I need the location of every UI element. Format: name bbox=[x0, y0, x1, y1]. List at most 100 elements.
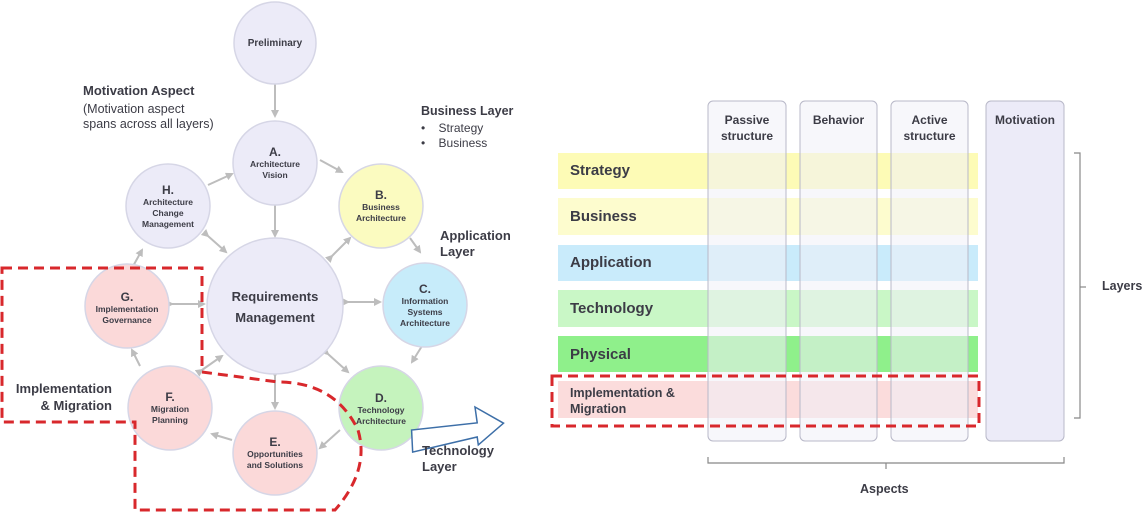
business-bullet-1-text: Strategy bbox=[438, 121, 484, 135]
phase-c-name-2: Systems bbox=[407, 306, 443, 317]
phase-h-name-1: Architecture bbox=[142, 196, 194, 207]
phase-d-code: D. bbox=[375, 391, 387, 405]
phase-a-name-2: Vision bbox=[262, 170, 288, 180]
phase-h: H. Architecture Change Management bbox=[126, 177, 210, 235]
phase-h-name-3: Management bbox=[142, 218, 194, 229]
business-bullet-1: • Strategy bbox=[421, 121, 484, 135]
phase-f-name-2: Planning bbox=[152, 415, 188, 425]
layer-technology-label: Technology bbox=[570, 300, 654, 317]
arrow-b-c bbox=[409, 237, 422, 254]
column-active-line-2: structure bbox=[903, 129, 956, 143]
layer-impl-line-2: Migration bbox=[570, 402, 627, 416]
phase-e-circle bbox=[232, 410, 318, 496]
phase-e: E. Opportunities and Solutions bbox=[233, 430, 317, 476]
impl-migration-line-2: & Migration bbox=[40, 398, 113, 413]
motivation-note-line-2: spans across all layers) bbox=[83, 117, 214, 131]
phase-b-name-2: Architecture bbox=[355, 213, 407, 223]
phase-d: D. Technology Architecture bbox=[339, 386, 423, 432]
column-passive-line-1: Passive bbox=[724, 113, 770, 127]
arrow-f-g bbox=[131, 348, 141, 367]
phase-e-name-2: and Solutions bbox=[246, 460, 304, 470]
motivation-aspect-note: (Motivation aspect spans across all laye… bbox=[83, 102, 214, 132]
phase-f-name-1: Migration bbox=[150, 404, 190, 414]
column-active-title: Active structure bbox=[891, 112, 968, 144]
layer-strategy-label: Strategy bbox=[570, 162, 631, 179]
business-bullet-2: • Business bbox=[421, 136, 488, 150]
application-layer-label: Application Layer bbox=[440, 228, 511, 260]
phase-g: G. Implementation Governance bbox=[85, 285, 169, 331]
layers-bracket bbox=[1074, 152, 1086, 419]
phase-d-name-1: Technology bbox=[357, 405, 405, 415]
impl-migration-outline bbox=[0, 266, 363, 512]
impl-migration-label: Implementation & Migration bbox=[6, 380, 112, 414]
aspects-axis-label: Aspects bbox=[860, 482, 909, 496]
phase-a-name-1: Architecture bbox=[249, 159, 301, 169]
motivation-note-line-1: (Motivation aspect bbox=[83, 102, 185, 116]
phase-g-name-1: Implementation bbox=[95, 304, 159, 314]
phase-preliminary-name: Preliminary bbox=[247, 37, 303, 49]
technology-layer-label: Technology Layer bbox=[422, 443, 494, 475]
archimate-columns bbox=[707, 100, 1065, 442]
phase-h-name-2: Change bbox=[152, 207, 184, 218]
requirements-management: Requirements Management bbox=[210, 284, 340, 330]
arrow-h-center bbox=[200, 229, 228, 254]
layer-physical-label: Physical bbox=[570, 346, 631, 363]
column-motivation-title: Motivation bbox=[995, 113, 1055, 127]
arrow-d-center bbox=[320, 347, 350, 374]
phase-h-circle bbox=[125, 163, 211, 249]
phase-e-name-1: Opportunities bbox=[247, 449, 303, 459]
phase-f-code: F. bbox=[165, 390, 175, 404]
layer-business-label: Business bbox=[570, 208, 637, 225]
arrow-c-d bbox=[410, 345, 423, 364]
business-bullet-2-text: Business bbox=[438, 136, 488, 150]
adm-circles bbox=[84, 1, 468, 496]
technology-layer-line-1: Technology bbox=[422, 443, 494, 458]
phase-g-code: G. bbox=[120, 290, 134, 304]
business-layer-title: Business Layer bbox=[421, 104, 514, 118]
aspects-bracket bbox=[707, 457, 1065, 469]
adm-arrows bbox=[131, 78, 423, 450]
column-passive-line-2: structure bbox=[720, 129, 773, 143]
phase-preliminary: Preliminary bbox=[235, 28, 315, 58]
column-behavior bbox=[799, 100, 878, 442]
arrow-b-center bbox=[324, 236, 352, 264]
phase-e-code: E. bbox=[269, 435, 281, 449]
phase-c: C. Information Systems Architecture bbox=[383, 276, 467, 334]
arrow-a-b bbox=[319, 159, 344, 173]
arrow-e-f bbox=[210, 431, 233, 441]
motivation-aspect-title: Motivation Aspect bbox=[83, 83, 195, 98]
phase-a-circle bbox=[232, 120, 318, 206]
impl-migration-line-1: Implementation bbox=[15, 381, 112, 396]
technology-layer-line-2: Layer bbox=[422, 459, 457, 474]
phase-b-code: B. bbox=[375, 188, 387, 202]
column-passive-structure bbox=[707, 100, 787, 442]
layer-impl-migration-label: Implementation & Migration bbox=[570, 385, 675, 417]
column-active-structure bbox=[890, 100, 969, 442]
application-layer-line-2: Layer bbox=[440, 244, 475, 259]
column-active-line-1: Active bbox=[911, 113, 948, 127]
layers-axis-label: Layers bbox=[1102, 279, 1143, 293]
phase-c-code: C. bbox=[419, 281, 431, 296]
column-motivation bbox=[985, 100, 1065, 442]
phase-d-name-2: Architecture bbox=[355, 416, 407, 426]
requirements-name-1: Requirements bbox=[231, 289, 319, 304]
application-layer-line-1: Application bbox=[440, 228, 511, 243]
phase-f-circle bbox=[127, 365, 213, 451]
phase-c-name-1: Information bbox=[401, 295, 449, 306]
layer-impl-line-1: Implementation & bbox=[570, 386, 675, 400]
phase-a-code: A. bbox=[269, 145, 281, 159]
archimate-impl-outline bbox=[550, 374, 981, 428]
phase-g-name-2: Governance bbox=[102, 315, 152, 325]
phase-g-circle bbox=[84, 263, 170, 349]
phase-b: B. Business Architecture bbox=[339, 183, 423, 229]
phase-preliminary-circle bbox=[233, 1, 317, 85]
phase-b-circle bbox=[338, 163, 424, 249]
phase-d-circle bbox=[338, 365, 424, 451]
column-passive-title: Passive structure bbox=[708, 112, 786, 144]
technology-layer-arrow bbox=[410, 405, 505, 454]
arrow-h-a bbox=[207, 172, 234, 186]
business-layer-list: • Strategy • Business bbox=[421, 121, 487, 151]
phase-c-circle bbox=[382, 262, 468, 348]
arrow-f-center bbox=[194, 354, 224, 377]
